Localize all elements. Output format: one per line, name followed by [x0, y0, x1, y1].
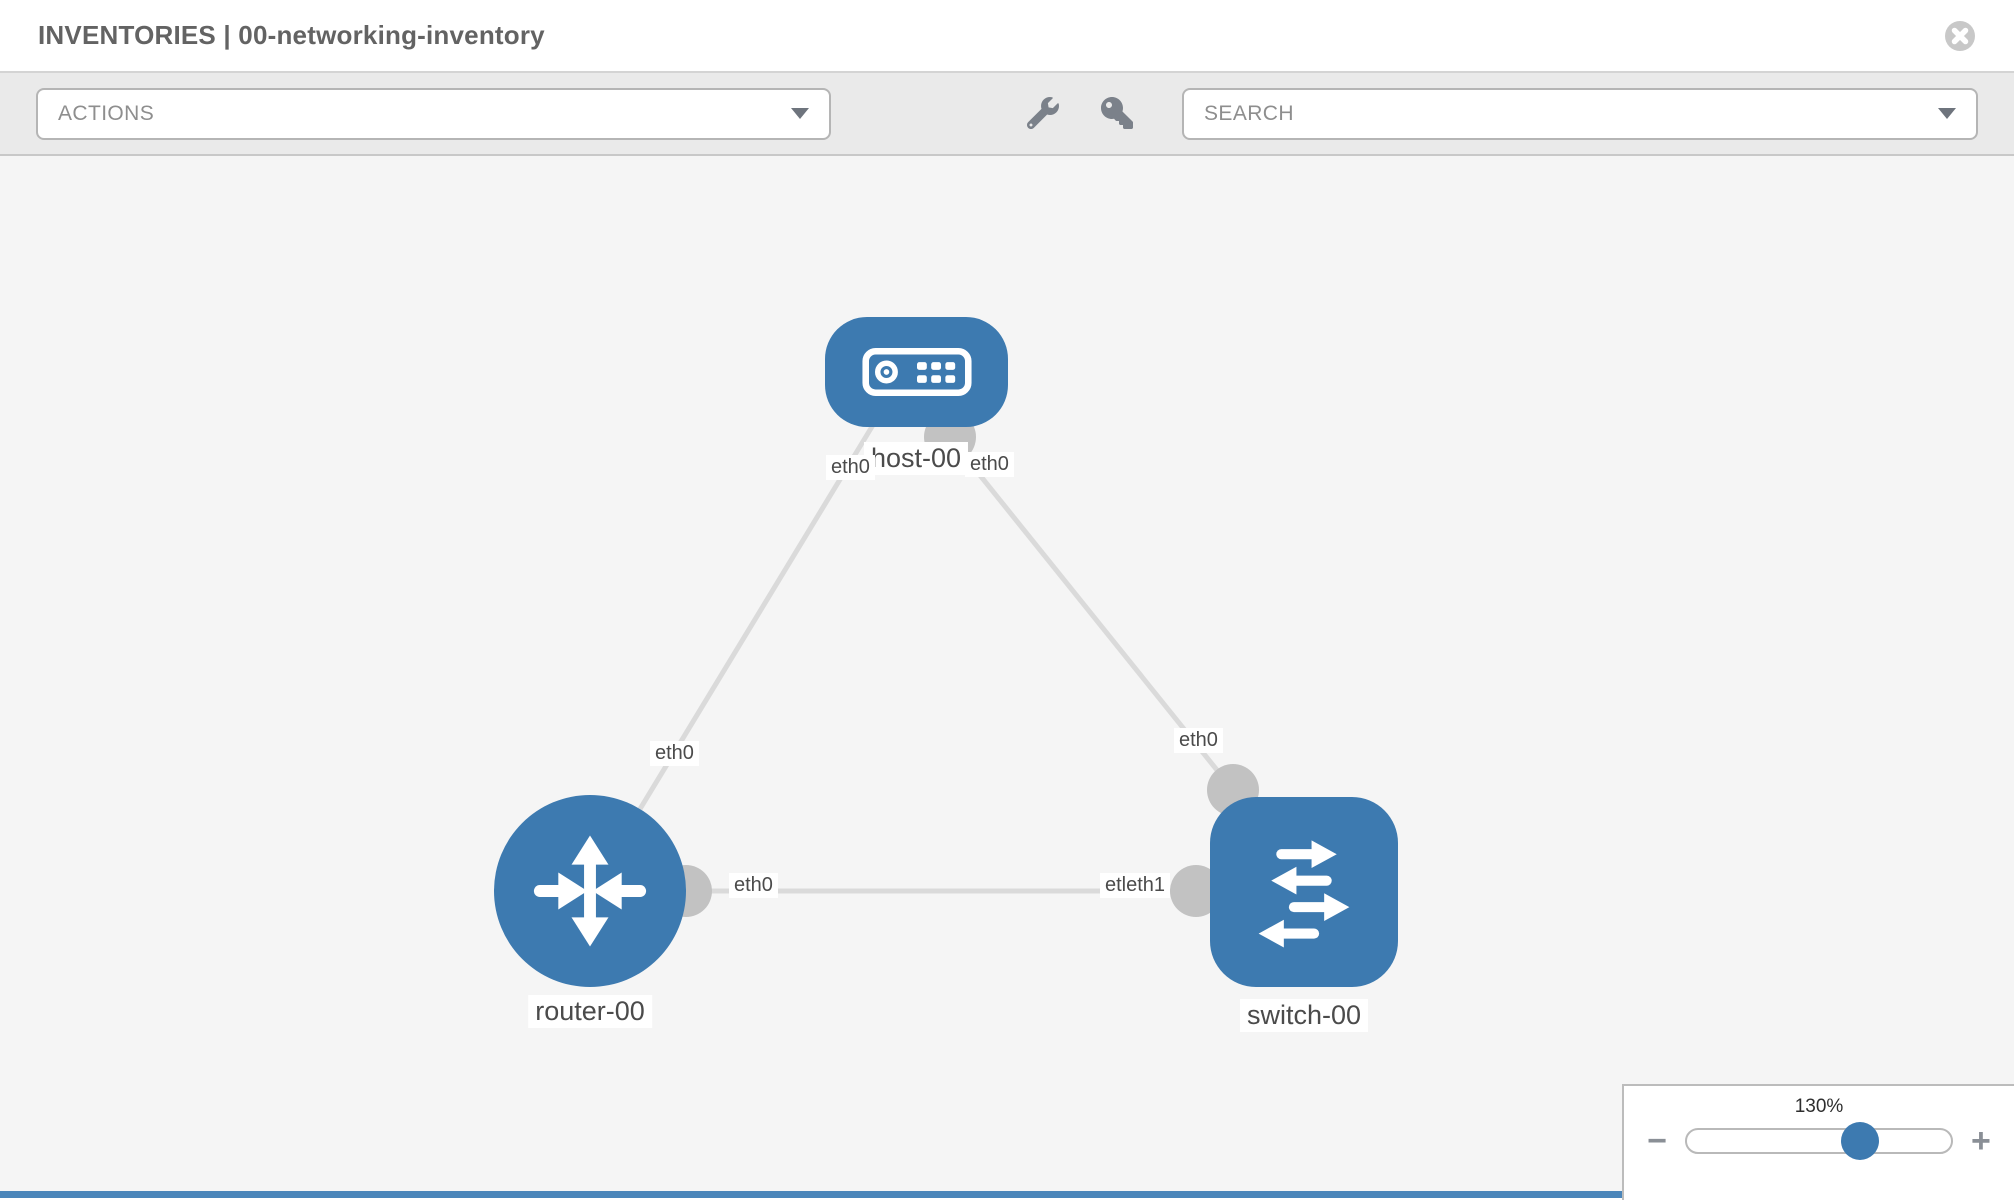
header: INVENTORIES | 00-networking-inventory	[0, 0, 2014, 73]
interface-label-switch-top: eth0	[1174, 728, 1223, 753]
close-button[interactable]	[1944, 20, 1976, 52]
page-title: INVENTORIES | 00-networking-inventory	[38, 20, 545, 50]
zoom-out-button[interactable]: −	[1647, 1122, 1667, 1160]
search-placeholder: SEARCH	[1204, 101, 1294, 125]
node-switch-00[interactable]	[1210, 797, 1398, 987]
configure-button[interactable]	[1026, 96, 1060, 131]
chevron-down-icon	[791, 108, 809, 119]
node-label-switch: switch-00	[1239, 999, 1369, 1033]
zoom-slider[interactable]	[1685, 1122, 1953, 1160]
zoom-slider-thumb[interactable]	[1841, 1122, 1879, 1160]
zoom-in-button[interactable]: +	[1971, 1122, 1991, 1160]
actions-dropdown[interactable]: ACTIONS	[36, 87, 831, 140]
toolbar: ACTIONS SEARCH	[0, 73, 2014, 156]
wrench-icon	[1026, 96, 1059, 129]
port-switch-left[interactable]	[1170, 865, 1222, 917]
actions-dropdown-label: ACTIONS	[58, 101, 155, 125]
node-router-00[interactable]	[494, 795, 686, 987]
switch-icon	[1258, 840, 1350, 948]
interface-label-host-left: eth0	[826, 455, 875, 480]
chevron-down-icon	[1938, 108, 1956, 119]
interface-label-router-right: eth0	[729, 873, 778, 898]
key-icon	[1101, 96, 1133, 129]
close-icon	[1945, 20, 1975, 51]
credentials-button[interactable]	[1100, 96, 1134, 131]
interface-label-router-top: eth0	[650, 741, 699, 766]
node-host-00[interactable]	[825, 317, 1008, 427]
host-icon	[861, 348, 972, 396]
node-label-router: router-00	[528, 995, 652, 1029]
zoom-control-panel: 130% − +	[1622, 1084, 2014, 1200]
bottom-accent-bar	[0, 1191, 1622, 1198]
router-icon	[533, 835, 647, 947]
topology-canvas[interactable]: host-00 router-00 switch-00 eth0 eth0 et…	[0, 156, 2014, 1200]
search-dropdown[interactable]: SEARCH	[1182, 87, 1978, 140]
topology-links-layer	[637, 411, 1259, 917]
zoom-level-label: 130%	[1794, 1096, 1844, 1117]
interface-label-host-right: eth0	[965, 452, 1014, 477]
interface-label-switch-left: etleth1	[1100, 873, 1171, 898]
toolbar-icon-group	[1026, 96, 1134, 131]
node-label-host: host-00	[863, 442, 969, 476]
